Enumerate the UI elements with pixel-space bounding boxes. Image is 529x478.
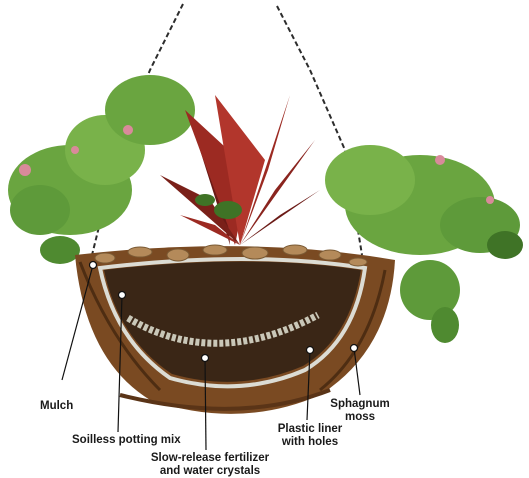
mulch-callout-line bbox=[62, 265, 93, 380]
label-mulch: Mulch bbox=[40, 400, 73, 413]
label-fertilizer: Slow-release fertilizer and water crysta… bbox=[150, 452, 270, 478]
soilless-dot bbox=[119, 292, 126, 299]
trailing-foliage-left bbox=[8, 75, 195, 264]
label-sphagnum-moss: Sphagnum moss bbox=[325, 398, 395, 424]
label-soilless-potting-mix: Soilless potting mix bbox=[72, 434, 181, 447]
fertilizer-dot bbox=[202, 355, 209, 362]
label-plastic-liner: Plastic liner with holes bbox=[270, 423, 350, 449]
mulch-dot bbox=[90, 262, 97, 269]
moss-dot bbox=[351, 345, 358, 352]
liner-dot bbox=[307, 347, 314, 354]
basket bbox=[75, 245, 395, 414]
